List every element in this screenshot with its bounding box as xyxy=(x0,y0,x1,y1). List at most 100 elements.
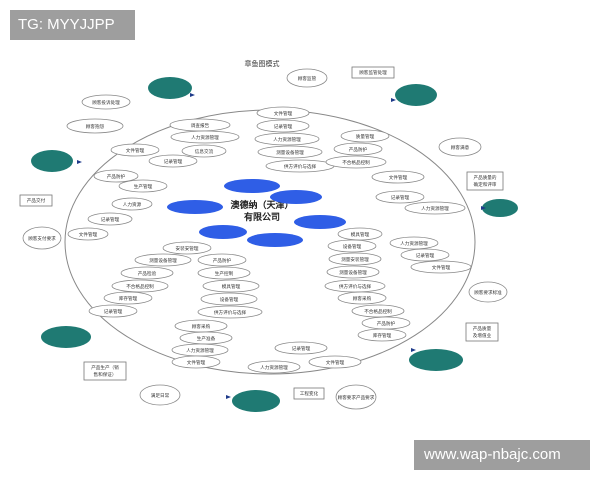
node-label: 人力资源 xyxy=(123,201,142,208)
box-label: 顾客监管处理 xyxy=(359,69,387,76)
white-node: 顾客要求标准 xyxy=(468,281,508,303)
node-label: 顾客满意 xyxy=(451,144,470,151)
node-label: 顾客监管 xyxy=(298,75,317,82)
box-label: 及增值业 xyxy=(473,332,492,339)
white-node: 文件管理 xyxy=(256,106,310,120)
node-label: 记录管理 xyxy=(104,308,123,315)
node-ellipse xyxy=(88,304,138,318)
center-label-line-1: 澳德纳（天津） xyxy=(230,199,293,211)
blue-node-layer xyxy=(167,179,346,247)
box-label: 确定和评审 xyxy=(474,181,497,188)
node-ellipse xyxy=(162,241,212,255)
white-node: 人力资源管理 xyxy=(170,130,240,144)
node-label: 产品防护 xyxy=(107,173,126,180)
node-label: 顾客支付要求 xyxy=(28,235,56,242)
node-label: 测量设备管理 xyxy=(149,257,177,264)
blue-node xyxy=(224,179,280,193)
box-label: 产品质量 xyxy=(473,325,492,332)
node-ellipse xyxy=(357,328,407,342)
node-label: 记录管理 xyxy=(274,123,293,130)
node-label: 人力资源管理 xyxy=(421,205,449,212)
node-label: 产品防护 xyxy=(213,257,232,264)
white-node: 信息交流 xyxy=(181,144,227,158)
node-ellipse xyxy=(148,154,198,168)
node-ellipse xyxy=(81,94,131,110)
node-label: 人力资源管理 xyxy=(400,240,428,247)
node-label: 人力资源管理 xyxy=(260,364,288,371)
white-node: 设备管理 xyxy=(200,292,258,306)
node-ellipse xyxy=(103,291,153,305)
white-node: 人力资源管理 xyxy=(254,132,320,146)
node-label: 文件管理 xyxy=(432,264,451,271)
node-label: 模具管理 xyxy=(222,283,241,290)
arrow-marker xyxy=(190,93,195,97)
white-node: 测量安装管理 xyxy=(328,252,382,266)
white-node: 文件管理 xyxy=(67,227,109,241)
node-label: 产品检验 xyxy=(138,270,157,277)
white-node: 文件管理 xyxy=(171,355,221,369)
node-ellipse xyxy=(93,169,139,183)
node-label: 顾客采购 xyxy=(192,323,211,330)
node-ellipse xyxy=(438,137,482,157)
white-node: 产品防护 xyxy=(361,316,411,330)
white-node: 生产管理 xyxy=(118,179,168,193)
white-node: 记录管理 xyxy=(87,212,133,226)
white-node: 文件管理 xyxy=(410,260,472,274)
node-label: 设备管理 xyxy=(220,296,239,303)
node-label: 人力资源管理 xyxy=(186,347,214,354)
blue-node xyxy=(247,233,303,247)
node-ellipse xyxy=(468,281,508,303)
node-label: 文件管理 xyxy=(326,359,345,366)
node-label: 不合格品控制 xyxy=(126,283,154,290)
white-node: 满足日常 xyxy=(139,384,181,406)
white-node: 产品防护 xyxy=(333,142,383,156)
white-node: 文件管理 xyxy=(371,170,425,184)
node-ellipse xyxy=(118,179,168,193)
node-label: 满足日常 xyxy=(151,392,170,399)
node-label: 顾客抱怨 xyxy=(86,123,105,130)
node-label: 记录管理 xyxy=(391,194,410,201)
white-node: 顾客要求产品要求 xyxy=(335,384,377,410)
node-label: 模具管理 xyxy=(351,231,370,238)
white-node: 顾客采购 xyxy=(337,291,387,305)
white-node: 记录管理 xyxy=(400,248,450,262)
node-label: 信息交流 xyxy=(195,148,214,155)
arrow-marker xyxy=(481,206,486,210)
node-ellipse xyxy=(371,170,425,184)
node-ellipse xyxy=(326,265,380,279)
node-ellipse xyxy=(340,129,390,143)
node-ellipse xyxy=(335,384,377,410)
teal-node xyxy=(232,390,280,412)
box-label: 产品生产（销 xyxy=(91,364,119,371)
node-ellipse xyxy=(404,201,466,215)
node-ellipse xyxy=(110,143,160,157)
blue-node xyxy=(270,190,322,204)
teal-node xyxy=(395,84,437,106)
box-label: 产品质量的 xyxy=(474,174,497,181)
node-label: 记录管理 xyxy=(164,158,183,165)
node-ellipse xyxy=(256,106,310,120)
teal-node xyxy=(31,150,73,172)
box-frame xyxy=(465,322,499,342)
node-label: 供方评价与选择 xyxy=(339,283,372,290)
white-node: 测量设备管理 xyxy=(326,265,380,279)
box-frame xyxy=(19,194,53,207)
white-node: 供方评价与选择 xyxy=(324,279,386,293)
node-label: 记录管理 xyxy=(292,345,311,352)
node-ellipse xyxy=(337,291,387,305)
node-ellipse xyxy=(197,253,247,267)
node-ellipse xyxy=(111,279,169,293)
node-ellipse xyxy=(200,292,258,306)
white-node: 库存管理 xyxy=(357,328,407,342)
node-label: 文件管理 xyxy=(389,174,408,181)
white-node: 不合格品控制 xyxy=(351,304,405,318)
node-ellipse xyxy=(134,253,192,267)
box-frame xyxy=(351,66,395,79)
arrow-marker xyxy=(226,395,231,399)
white-node: 设备管理 xyxy=(327,239,377,253)
node-label: 不合格品控制 xyxy=(342,159,370,166)
